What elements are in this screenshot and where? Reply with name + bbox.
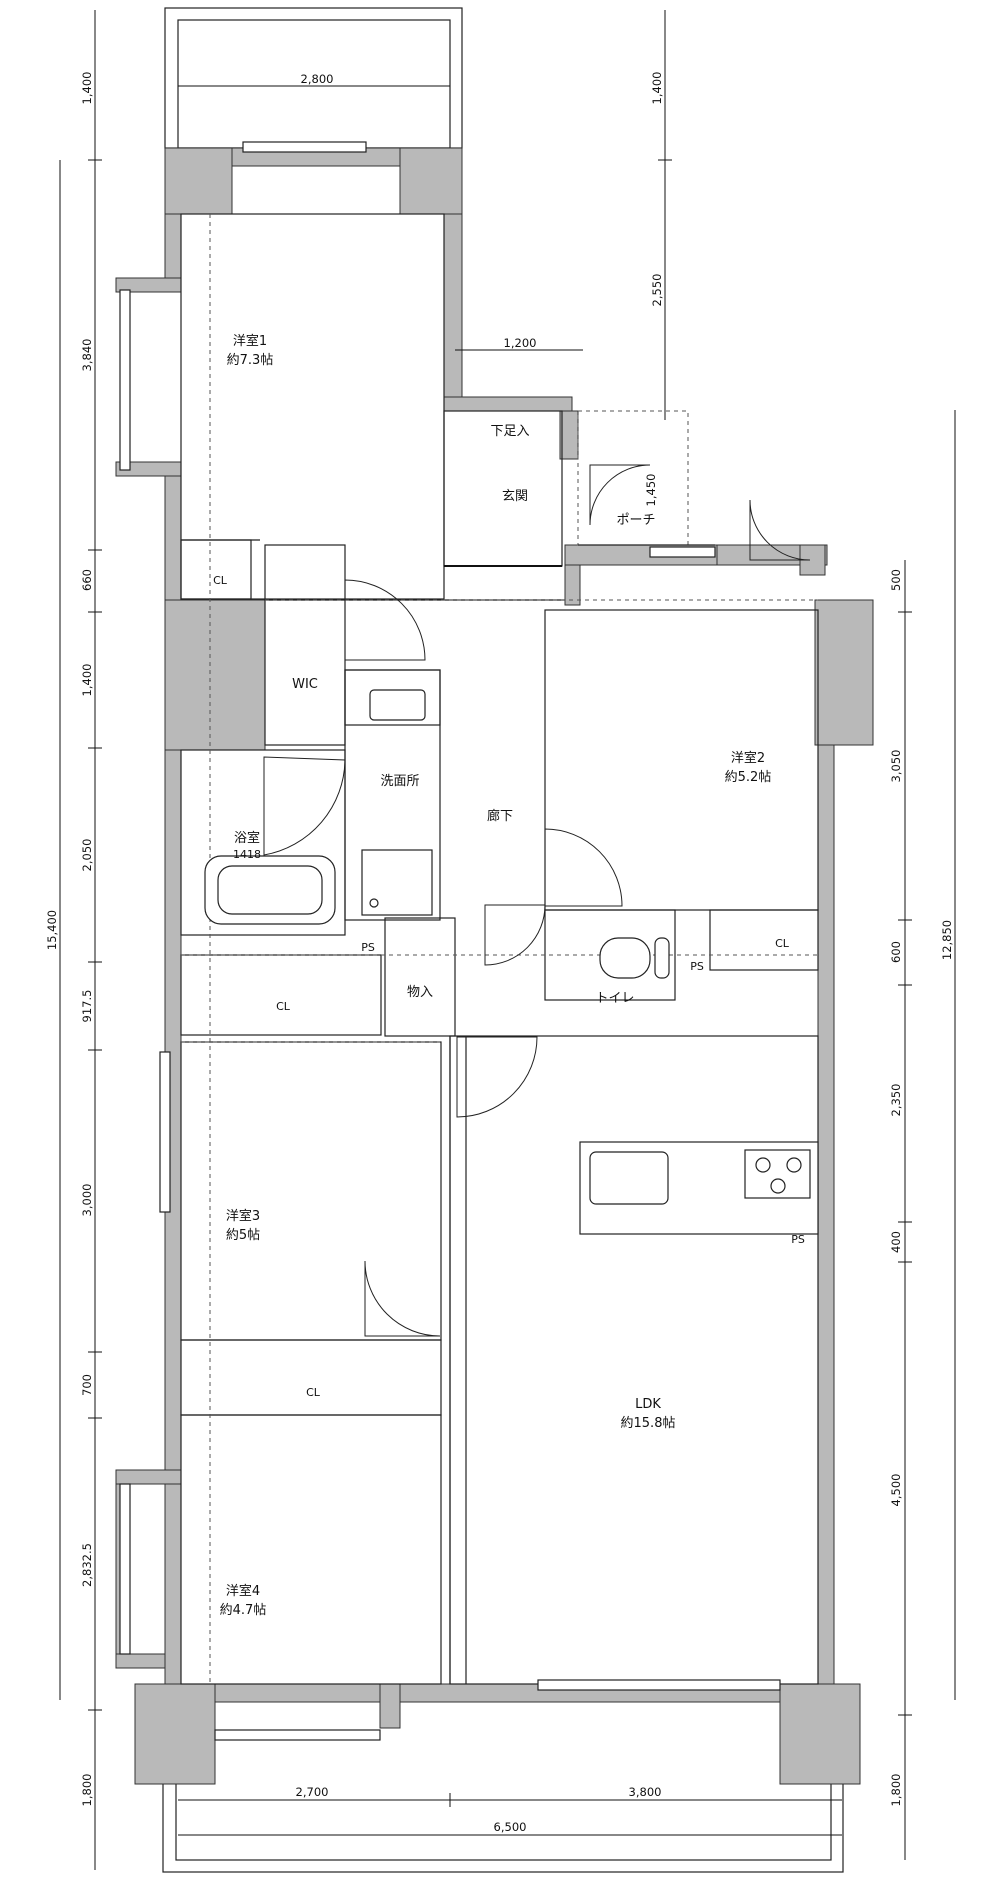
shoe-storage-label: 下足入 <box>490 424 529 439</box>
bathroom-size: 1418 <box>233 848 261 861</box>
western2-door <box>544 828 623 907</box>
dim-right-top-0: 1,400 <box>650 72 664 105</box>
dim-left-9: 1,800 <box>80 1774 94 1807</box>
dimension-lines <box>59 10 956 1870</box>
washroom-label: 洗面所 <box>380 774 419 789</box>
western2-name: 洋室2 <box>731 750 765 766</box>
western3-door <box>364 1260 441 1337</box>
washbasin <box>369 689 426 721</box>
fixtures <box>204 689 819 1235</box>
bath-door <box>263 756 346 856</box>
dim-entrance-width: 1,200 <box>504 336 537 350</box>
dim-right-1: 3,050 <box>889 750 903 783</box>
toilet-door <box>484 904 546 966</box>
western2-size: 約5.2帖 <box>725 770 772 785</box>
dim-left-2: 660 <box>80 569 94 591</box>
ldk-door <box>456 1036 538 1118</box>
porch-door <box>749 499 811 561</box>
dim-right-4: 400 <box>889 1231 903 1253</box>
dim-bottom-total: 6,500 <box>494 1820 527 1834</box>
windows <box>119 141 781 1741</box>
dim-left-total: 15,400 <box>45 910 59 950</box>
entrance-door <box>589 464 651 526</box>
toilet-label: トイレ <box>595 991 634 1006</box>
dim-top-width: 2,800 <box>301 72 334 86</box>
dim-right-3: 2,350 <box>889 1084 903 1117</box>
ldk-name: LDK <box>635 1397 661 1412</box>
closet2-label: CL <box>775 937 790 950</box>
western4-name: 洋室4 <box>226 1583 260 1599</box>
storage-label: 物入 <box>407 985 433 1000</box>
bottom-balcony <box>162 1689 844 1873</box>
toilet-bowl <box>599 937 651 979</box>
western3-size: 約5帖 <box>226 1228 260 1243</box>
dim-left-4: 2,050 <box>80 839 94 872</box>
closet4-label: CL <box>306 1386 321 1399</box>
wic-label: WIC <box>292 677 318 692</box>
doors <box>263 464 811 1337</box>
western3-name: 洋室3 <box>226 1208 260 1224</box>
closet3-label: CL <box>276 1000 291 1013</box>
dim-right-2: 600 <box>889 941 903 963</box>
ldk-size: 約15.8帖 <box>621 1416 676 1431</box>
hallway-label: 廊下 <box>487 808 513 824</box>
dim-left-0: 1,400 <box>80 72 94 105</box>
dim-left-6: 3,000 <box>80 1184 94 1217</box>
ps2-label: PS <box>690 960 704 973</box>
western1-size: 約7.3帖 <box>227 353 274 368</box>
dim-right-total: 12,850 <box>940 920 954 960</box>
dim-bottom-1: 3,800 <box>629 1785 662 1799</box>
dim-left-8: 2,832.5 <box>80 1543 94 1587</box>
dim-right-6: 1,800 <box>889 1774 903 1807</box>
kitchen-sink <box>589 1151 669 1205</box>
entrance-label: 玄関 <box>502 489 528 504</box>
walls <box>115 147 874 1785</box>
dim-left-5: 917.5 <box>80 990 94 1023</box>
dim-left-7: 700 <box>80 1374 94 1396</box>
dim-bottom-0: 2,700 <box>296 1785 329 1799</box>
dim-right-top-1: 2,550 <box>650 274 664 307</box>
dim-right-5: 4,500 <box>889 1474 903 1507</box>
western4-size: 約4.7帖 <box>220 1603 267 1618</box>
ps1-label: PS <box>361 941 375 954</box>
western1-name: 洋室1 <box>233 333 267 349</box>
bathroom-name: 浴室 <box>234 830 260 846</box>
porch-label: ポーチ <box>616 513 655 528</box>
dim-left-3: 1,400 <box>80 664 94 697</box>
dim-left-1: 3,840 <box>80 339 94 372</box>
interior-lines <box>180 213 819 1685</box>
dim-right-0: 500 <box>889 569 903 591</box>
dim-porch-depth: 1,450 <box>644 474 658 507</box>
ps3-label: PS <box>791 1233 805 1246</box>
closet1-label: CL <box>213 574 228 587</box>
western1-door <box>344 579 426 661</box>
